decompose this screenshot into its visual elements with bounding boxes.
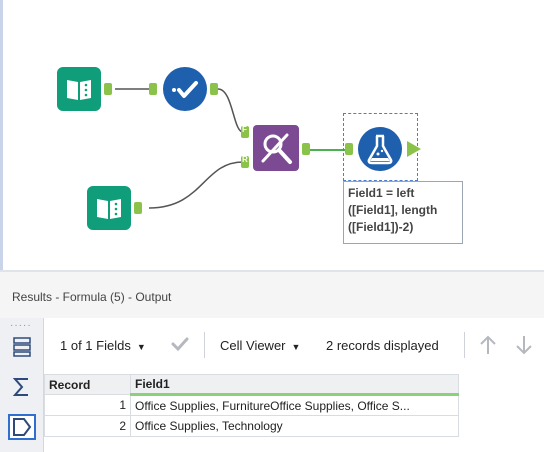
results-title: Results - Formula (5) - Output <box>12 290 172 304</box>
results-grid: Record Field1 1 Office Supplies, Furnitu… <box>44 374 459 437</box>
flask-icon <box>367 134 393 165</box>
scroll-up-button[interactable] <box>478 334 498 359</box>
output-anchor[interactable] <box>302 143 310 155</box>
table-row[interactable]: 1 Office Supplies, FurnitureOffice Suppl… <box>44 394 459 416</box>
output-anchor[interactable] <box>134 202 142 214</box>
results-toolbar: 1 of 1 Fields ▼ Cell Viewer ▼ 2 records di… <box>44 318 544 374</box>
find-anchor-label: F <box>242 125 247 134</box>
data-view-button[interactable] <box>8 414 36 440</box>
fields-label: 1 of 1 Fields <box>60 338 131 353</box>
tag-shape-icon <box>13 418 32 436</box>
book-icon <box>67 80 91 100</box>
connection-lines <box>115 88 347 209</box>
input-anchor[interactable] <box>149 83 157 95</box>
find-replace-tool[interactable] <box>253 125 299 171</box>
field1-cell[interactable]: Office Supplies, Technology <box>130 415 459 437</box>
records-displayed: 2 records displayed <box>326 338 439 353</box>
record-cell[interactable]: 2 <box>44 415 131 437</box>
input-data-tool-2[interactable] <box>87 186 131 230</box>
summary-view-button[interactable] <box>8 374 36 400</box>
output-anchor[interactable] <box>104 83 112 95</box>
checkmark-icon <box>172 81 198 98</box>
toolbar-divider <box>204 332 205 358</box>
apply-checkmark-button[interactable] <box>170 334 190 357</box>
arrow-down-icon <box>516 336 532 355</box>
checkmark-icon <box>171 337 189 352</box>
annotation-line: ([Field1])-2) <box>348 220 414 234</box>
stack-icon <box>13 337 31 357</box>
select-tool[interactable] <box>163 67 207 111</box>
fields-dropdown[interactable]: 1 of 1 Fields ▼ <box>60 338 146 353</box>
table-view-button[interactable] <box>8 334 36 360</box>
grid-header-row: Record Field1 <box>44 374 459 396</box>
field1-cell[interactable]: Office Supplies, FurnitureOffice Supplie… <box>130 394 459 416</box>
workflow-canvas[interactable]: F R Field1 = left ([Field1], length ([Fi… <box>0 0 544 270</box>
find-replace-icon <box>261 133 292 164</box>
results-sidebar: ····· <box>0 318 44 452</box>
drag-grip-icon[interactable]: ····· <box>10 320 32 331</box>
table-row[interactable]: 2 Office Supplies, Technology <box>44 415 459 437</box>
chevron-down-icon: ▼ <box>291 342 301 352</box>
tool-annotation: Field1 = left ([Field1], length ([Field1… <box>343 181 463 244</box>
output-anchor[interactable] <box>210 83 218 95</box>
cell-viewer-dropdown[interactable]: Cell Viewer ▼ <box>220 338 300 353</box>
record-cell[interactable]: 1 <box>44 394 131 416</box>
chevron-down-icon: ▼ <box>136 342 146 352</box>
field1-column-header[interactable]: Field1 <box>130 374 459 396</box>
toolbar-divider <box>464 332 465 358</box>
replace-anchor[interactable]: R <box>241 155 249 168</box>
results-header: Results - Formula (5) - Output <box>0 270 544 318</box>
output-anchor[interactable] <box>407 141 421 157</box>
cell-viewer-label: Cell Viewer <box>220 338 286 353</box>
annotation-line: Field1 = left <box>348 186 415 200</box>
record-column-header[interactable]: Record <box>44 374 131 395</box>
formula-tool[interactable] <box>358 127 402 171</box>
arrow-up-icon <box>480 335 496 354</box>
replace-anchor-label: R <box>242 155 248 164</box>
book-icon <box>97 199 121 219</box>
find-anchor[interactable]: F <box>241 125 249 138</box>
annotation-line: ([Field1], length <box>348 203 438 217</box>
scroll-down-button[interactable] <box>514 334 534 359</box>
input-data-tool-1[interactable] <box>57 67 101 111</box>
input-anchor[interactable] <box>345 143 353 155</box>
sigma-icon <box>12 378 28 396</box>
